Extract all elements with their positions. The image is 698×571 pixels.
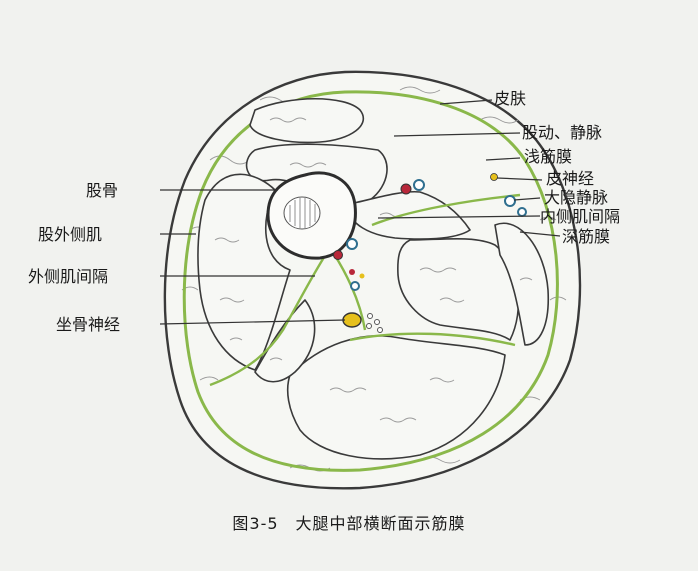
- superficial-fascia-leader: [485, 157, 521, 161]
- label-lateral-intermuscular-septum: 外侧肌间隔: [28, 267, 108, 286]
- femur: [266, 171, 357, 260]
- small-vein-dot: [517, 207, 527, 217]
- femoral-vessels-leader: [393, 132, 521, 137]
- marrow-hatching: [289, 198, 316, 228]
- cutaneous-nerve-dot: [490, 173, 498, 181]
- perforating-nerve-dot: [359, 273, 365, 279]
- lateral-septum-line: [209, 247, 331, 387]
- posterior-septum-line: [349, 332, 516, 347]
- femoral-vein-dot: [413, 179, 425, 191]
- femoral-artery-dot: [400, 183, 412, 195]
- profunda-vein-dot: [346, 238, 358, 250]
- great-saphenous-vein-leader: [513, 197, 541, 201]
- sartorius-muscle: [249, 98, 365, 144]
- gracilis-muscle: [494, 222, 550, 346]
- label-deep-fascia: 深筋膜: [562, 227, 610, 246]
- cutaneous-nerve-leader: [496, 177, 543, 181]
- femur-marrow: [283, 196, 321, 230]
- sciatic-nerve-leader: [159, 319, 346, 325]
- adductor-group-muscle: [397, 237, 520, 341]
- label-femoral-vessels: 股动、静脉: [522, 123, 602, 142]
- deep-fascia-leader: [519, 231, 561, 237]
- label-sciatic-nerve: 坐骨神经: [56, 315, 120, 334]
- sciatic-nerve-shape: [342, 312, 362, 328]
- label-skin: 皮肤: [494, 89, 526, 108]
- medial-septum-leader: [377, 215, 541, 219]
- lymph-dots: [366, 313, 383, 333]
- label-great-saphenous-vein: 大隐静脉: [544, 188, 608, 207]
- profunda-artery-dot: [333, 250, 343, 260]
- perforating-vein-dot: [350, 281, 360, 291]
- vastus-medialis-muscle: [344, 190, 471, 240]
- label-femur: 股骨: [86, 181, 118, 200]
- leader-lines: [159, 99, 561, 325]
- muscle-texture: [214, 117, 533, 423]
- perforating-vessel-dot: [349, 269, 355, 275]
- vessels-nerves: [333, 173, 527, 333]
- medial-septum-line: [371, 193, 521, 227]
- label-cutaneous-nerve: 皮神经: [546, 169, 594, 188]
- great-saphenous-vein-dot: [504, 195, 516, 207]
- label-vastus-lateralis: 股外侧肌: [38, 225, 102, 244]
- figure-caption: 图3-5 大腿中部横断面示筋膜: [232, 514, 466, 533]
- label-medial-intermuscular-septum: 内侧肌间隔: [540, 207, 620, 226]
- labels: 皮肤 股动、静脉 浅筋膜 皮神经 大隐静脉 内侧肌间隔 深筋膜 股骨 股外侧肌 …: [28, 89, 620, 334]
- skin-leader: [439, 99, 493, 105]
- label-superficial-fascia: 浅筋膜: [524, 147, 572, 166]
